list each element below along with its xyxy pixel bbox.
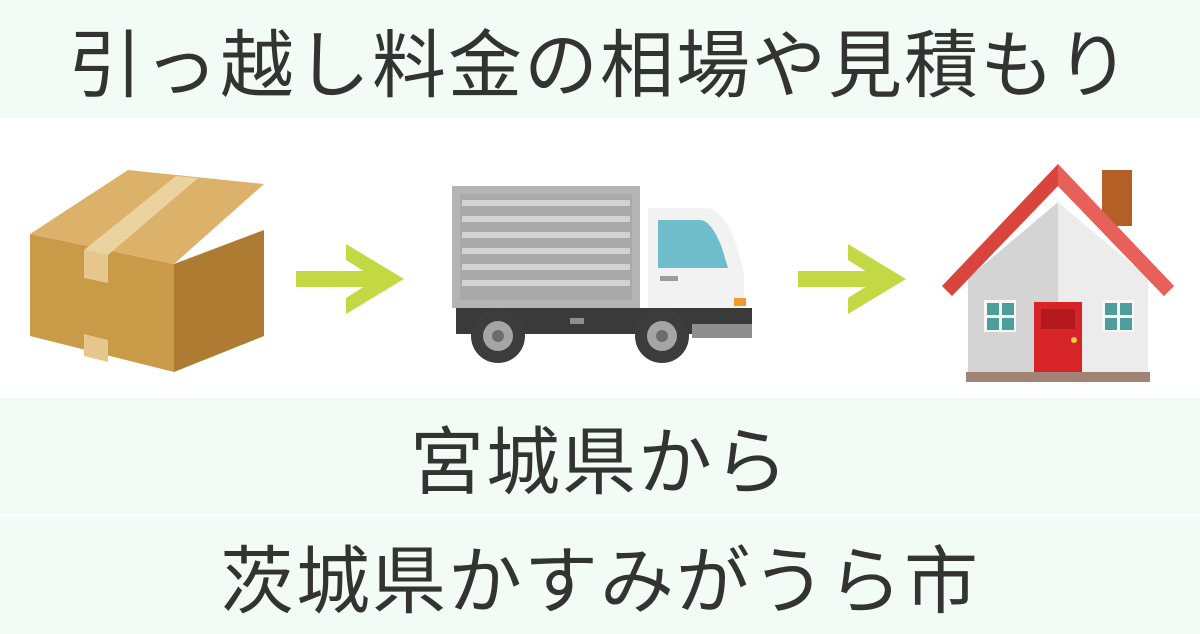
moving-truck-icon (452, 186, 752, 363)
arrow-right-icon (798, 244, 906, 314)
house-icon (942, 164, 1174, 382)
origin-band: 宮城県から (0, 398, 1200, 516)
destination-band: 茨城県かすみがうら市 (0, 516, 1200, 634)
page-title-band: 引っ越し料金の相場や見積もり (0, 0, 1200, 118)
moving-illustration (0, 118, 1200, 398)
origin-prefecture: 宮城県から (410, 419, 790, 506)
cardboard-box-icon (30, 170, 264, 372)
destination-city: 茨城県かすみがうら市 (220, 538, 980, 625)
page-title: 引っ越し料金の相場や見積もり (68, 22, 1132, 109)
arrow-right-icon (296, 244, 404, 314)
